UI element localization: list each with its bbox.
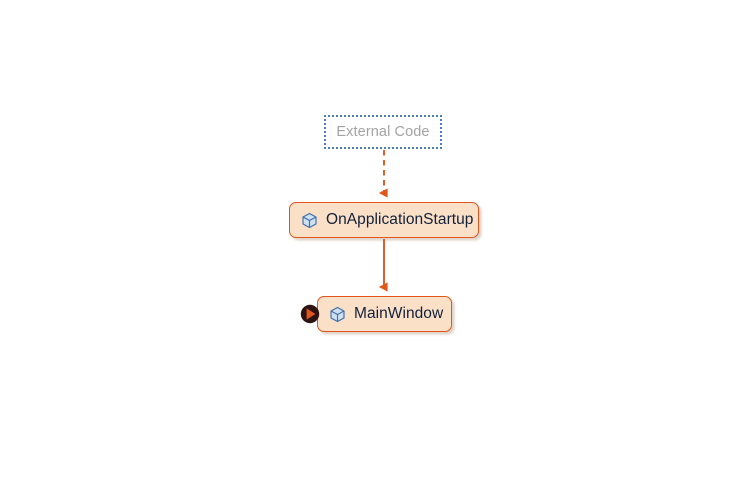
node-external-code[interactable]: External Code — [324, 115, 442, 149]
method-cube-icon — [330, 306, 345, 322]
node-main-window-label: MainWindow — [354, 305, 444, 322]
method-cube-icon — [302, 212, 317, 228]
node-on-application-startup[interactable]: OnApplicationStartup — [289, 202, 479, 238]
node-on-application-startup-label: OnApplicationStartup — [326, 211, 474, 228]
current-execution-pointer-icon[interactable] — [299, 303, 321, 325]
node-external-code-label: External Code — [336, 124, 430, 140]
node-main-window[interactable]: MainWindow — [317, 296, 452, 332]
